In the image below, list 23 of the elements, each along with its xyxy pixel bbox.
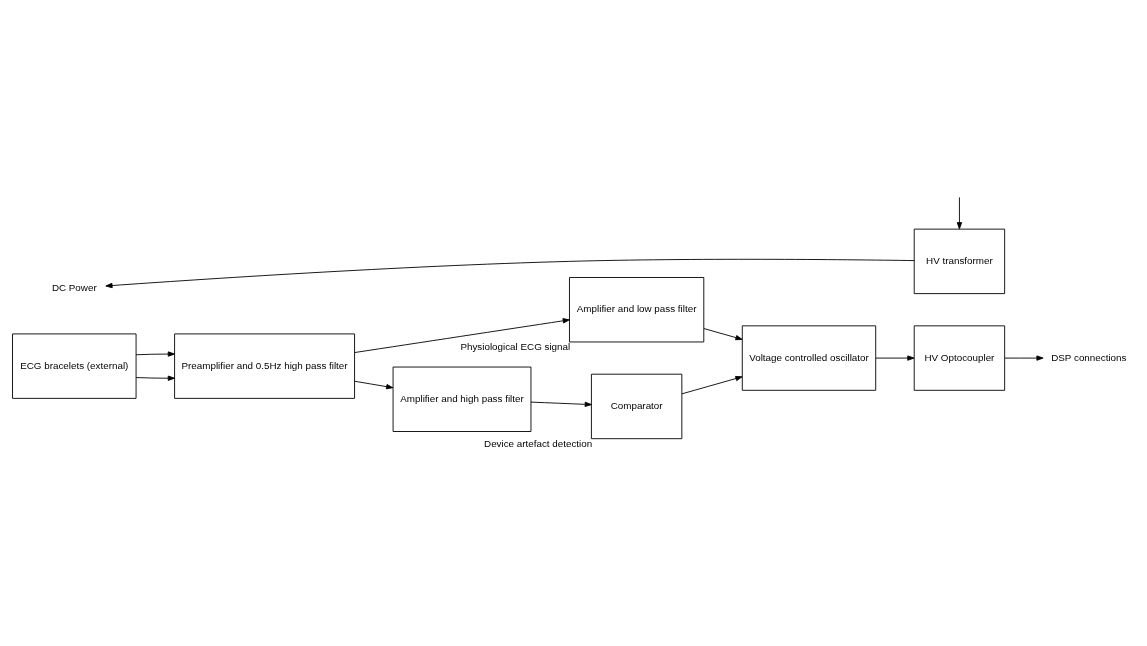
node-box: Preamplifier and 0.5Hz high pass filter bbox=[174, 333, 355, 399]
arrow bbox=[875, 355, 915, 361]
arrow bbox=[354, 380, 394, 390]
arrow bbox=[105, 258, 915, 289]
node-box: HV Optocoupler bbox=[913, 325, 1006, 391]
node-text: DSP connections bbox=[1051, 351, 1127, 363]
node-box: Voltage controlled oscillator bbox=[741, 325, 877, 391]
arrow bbox=[354, 318, 570, 353]
arrow bbox=[135, 375, 175, 381]
node-label: Device artefact detection bbox=[484, 437, 593, 449]
arrow bbox=[1004, 355, 1044, 361]
node-box: HV transformer bbox=[913, 228, 1006, 295]
node-label: Physiological ECG signal bbox=[460, 340, 571, 352]
node-text: DC Power bbox=[51, 281, 97, 293]
node-box: Comparator bbox=[590, 373, 683, 440]
node-box: ECG bracelets (external) bbox=[12, 333, 137, 399]
arrow bbox=[530, 401, 592, 407]
arrow bbox=[956, 196, 963, 230]
node-box: Amplifier and low pass filter bbox=[569, 277, 705, 343]
arrow bbox=[681, 375, 743, 395]
arrow bbox=[135, 351, 175, 357]
arrow bbox=[703, 328, 743, 341]
node-box: Amplifier and high pass filter bbox=[392, 366, 532, 432]
